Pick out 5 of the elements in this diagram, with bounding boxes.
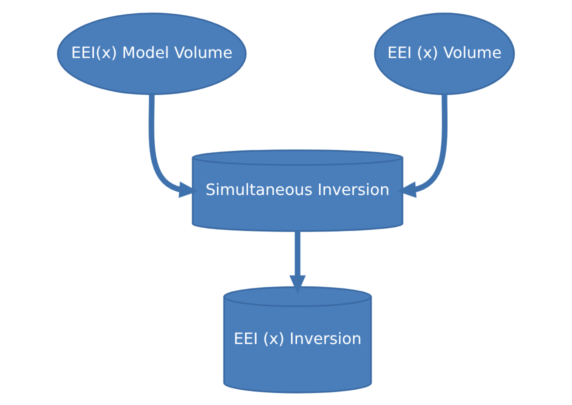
node-ellipse: EEI (x) Volume bbox=[374, 12, 515, 95]
arrow bbox=[397, 94, 448, 198]
node-ellipse: EEI(x) Model Volume bbox=[56, 12, 247, 95]
arrow bbox=[289, 230, 306, 294]
arrow bbox=[148, 94, 198, 198]
